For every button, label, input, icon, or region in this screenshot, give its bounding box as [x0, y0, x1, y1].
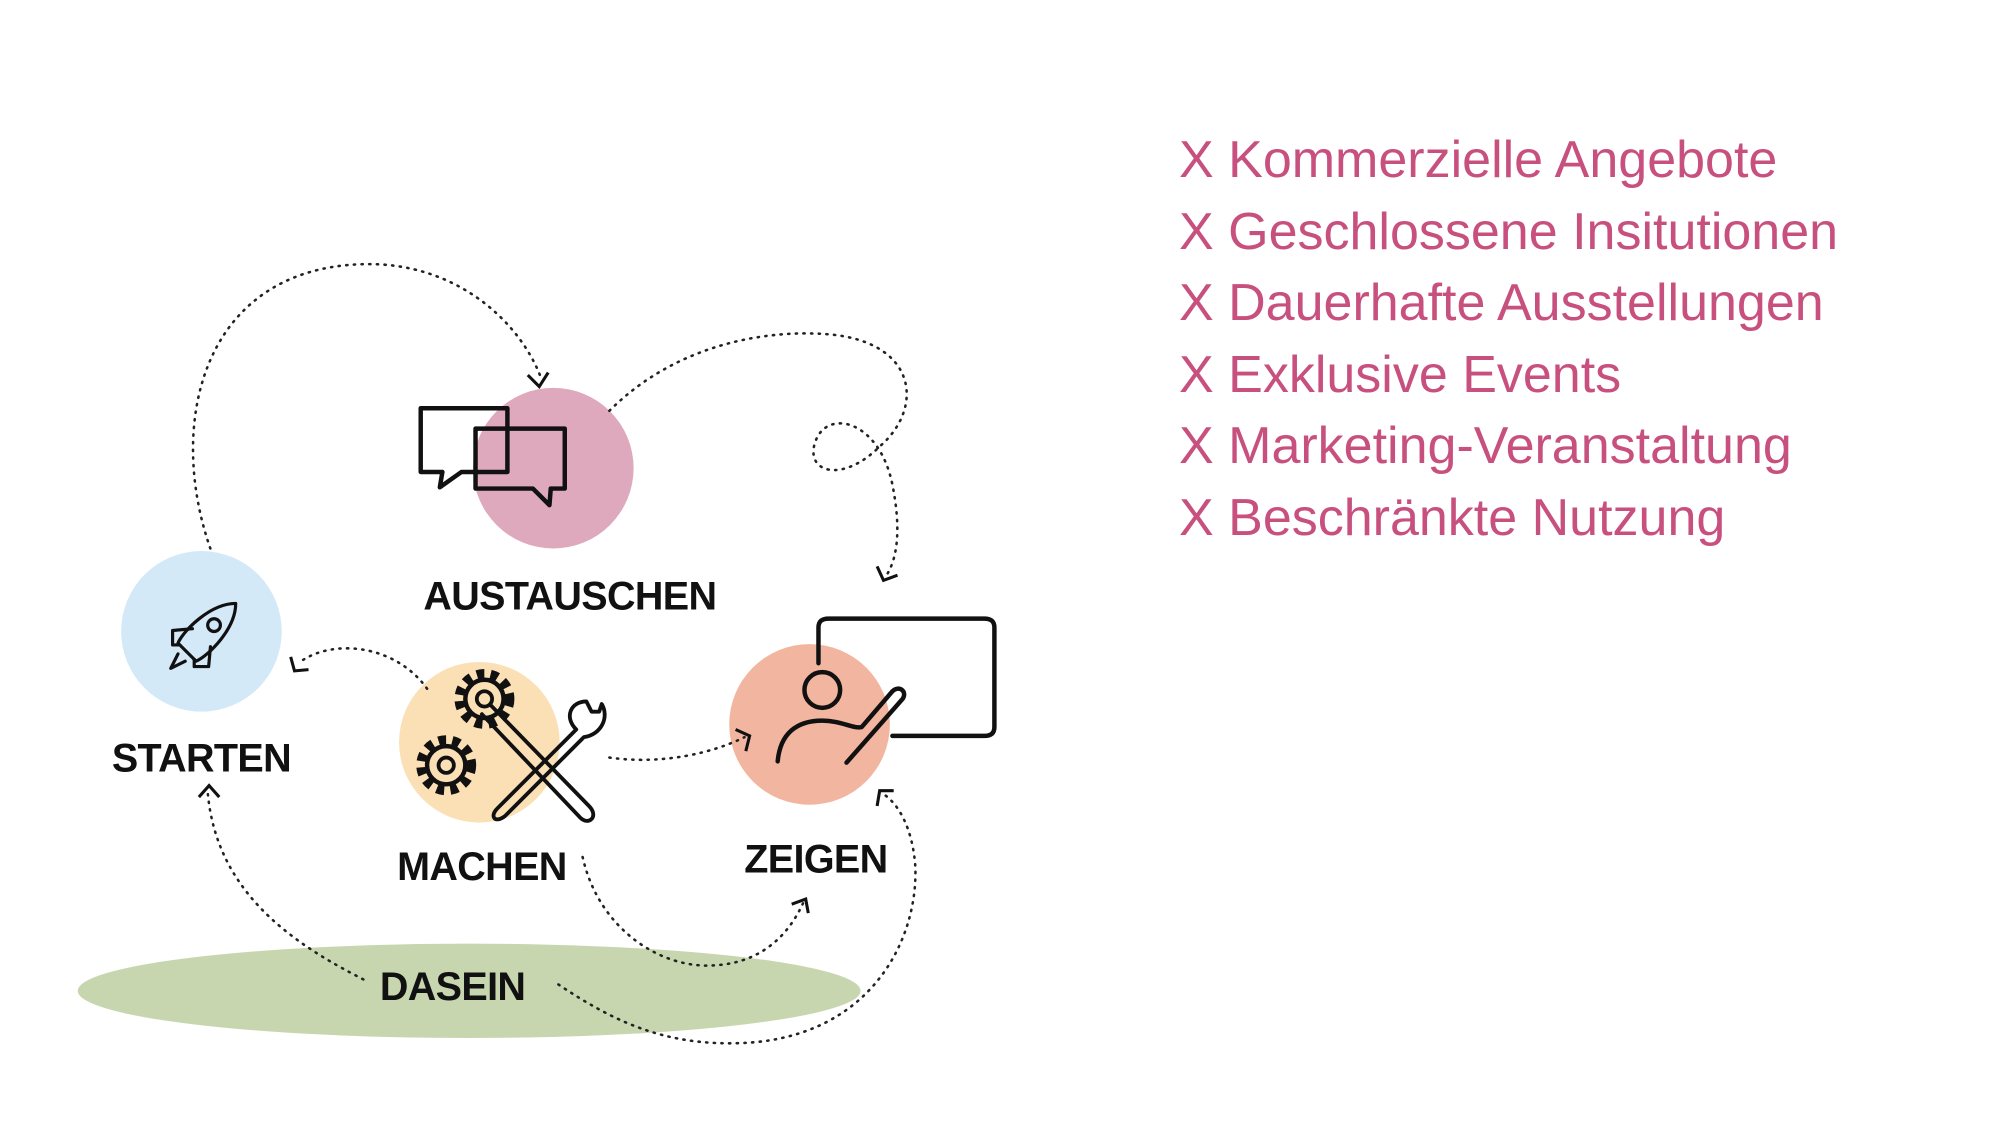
- arrowhead-icon: [875, 565, 899, 583]
- arrowhead-icon: [791, 897, 810, 914]
- dasein-ellipse: [77, 943, 861, 1039]
- connector-starten-austauschen: [191, 262, 544, 550]
- arrowhead-icon: [197, 783, 221, 799]
- gears-tools-icon: [416, 668, 607, 823]
- label-dasein: DASEIN: [380, 965, 525, 1009]
- zeigen-circle: [729, 644, 890, 805]
- speech-bubbles-icon: [418, 406, 567, 508]
- machen-circle: [399, 661, 560, 823]
- rocket-icon: [169, 601, 238, 670]
- label-austauschen: AUSTAUSCHEN: [423, 575, 716, 619]
- exclusion-item: X Dauerhafte Ausstellungen: [1179, 274, 1824, 332]
- connector-dasein-starten: [206, 791, 365, 981]
- arrowhead-icon: [734, 728, 752, 752]
- connector-machen-zeigen: [608, 735, 746, 762]
- exclusion-item: X Exklusive Events: [1179, 345, 1622, 404]
- label-machen: MACHEN: [397, 845, 567, 889]
- arrowhead-icon: [526, 371, 550, 389]
- connector-machen-starten: [297, 647, 429, 690]
- connectors: [191, 262, 917, 1045]
- exclusion-item: X Beschränkte Nutzung: [1179, 488, 1726, 547]
- exclusion-list: X Kommerzielle Angebote X Geschlossene I…: [1179, 125, 1838, 554]
- exclusion-item: X Geschlossene Insitutionen: [1179, 202, 1839, 261]
- arrowhead-icon: [289, 656, 309, 673]
- label-zeigen: ZEIGEN: [744, 837, 887, 881]
- exclusion-item: X Kommerzielle Angebote: [1179, 131, 1778, 189]
- label-starten: STARTEN: [112, 737, 291, 781]
- starten-circle: [121, 551, 282, 712]
- presenter-board-icon: [775, 616, 997, 765]
- connector-austauschen-zeigen: [608, 332, 908, 576]
- arrowhead-icon: [875, 789, 894, 807]
- exclusion-item: X Marketing-Veranstaltung: [1179, 417, 1792, 475]
